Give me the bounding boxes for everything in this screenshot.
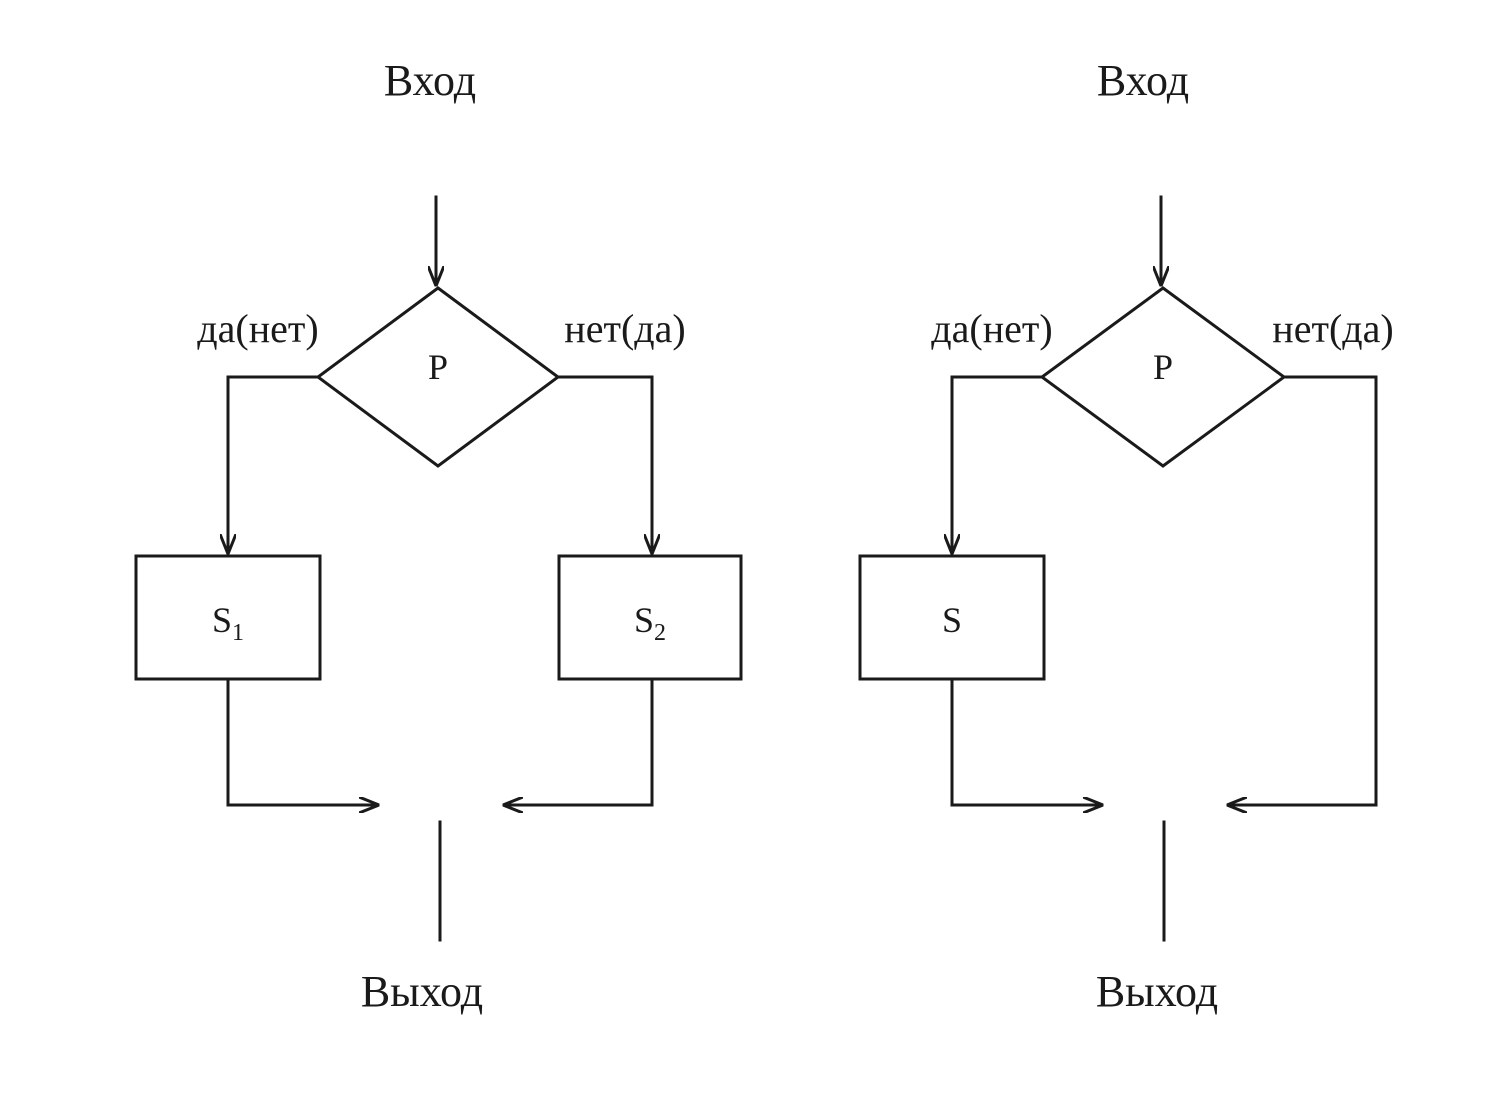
process-block-s <box>858 554 1046 681</box>
entry-label: Вход <box>1097 56 1189 105</box>
merge-arrow-right <box>502 677 654 805</box>
process-block-s2-label: S2 <box>634 600 666 646</box>
process-block-s2 <box>557 554 743 681</box>
merge-arrow-left <box>950 677 1104 805</box>
yes-branch-label: да(нет) <box>197 306 318 351</box>
condition-label: P <box>1153 347 1173 387</box>
diagram-if-else: Вход P да(нет) нет(да) S1 S2 Выход <box>134 56 743 1016</box>
bypass-arrow <box>1226 375 1378 805</box>
condition-diamond <box>1039 286 1287 468</box>
yes-branch-label: да(нет) <box>931 306 1052 351</box>
yes-branch-arrow <box>952 375 1044 555</box>
condition-label: P <box>428 347 448 387</box>
condition-diamond <box>315 286 561 468</box>
exit-label: Выход <box>1096 967 1218 1016</box>
entry-label: Вход <box>384 56 476 105</box>
no-branch-label: нет(да) <box>564 306 685 351</box>
no-branch-arrow <box>556 375 652 555</box>
diagram-if: Вход P да(нет) нет(да) S Выход <box>858 56 1394 1016</box>
exit-label: Выход <box>361 967 483 1016</box>
merge-arrow-left <box>226 677 380 805</box>
process-block-s1 <box>134 554 322 681</box>
process-block-s1-label: S1 <box>212 600 244 646</box>
process-block-s-label: S <box>942 600 962 640</box>
yes-branch-arrow <box>228 375 320 555</box>
no-branch-label: нет(да) <box>1272 306 1393 351</box>
